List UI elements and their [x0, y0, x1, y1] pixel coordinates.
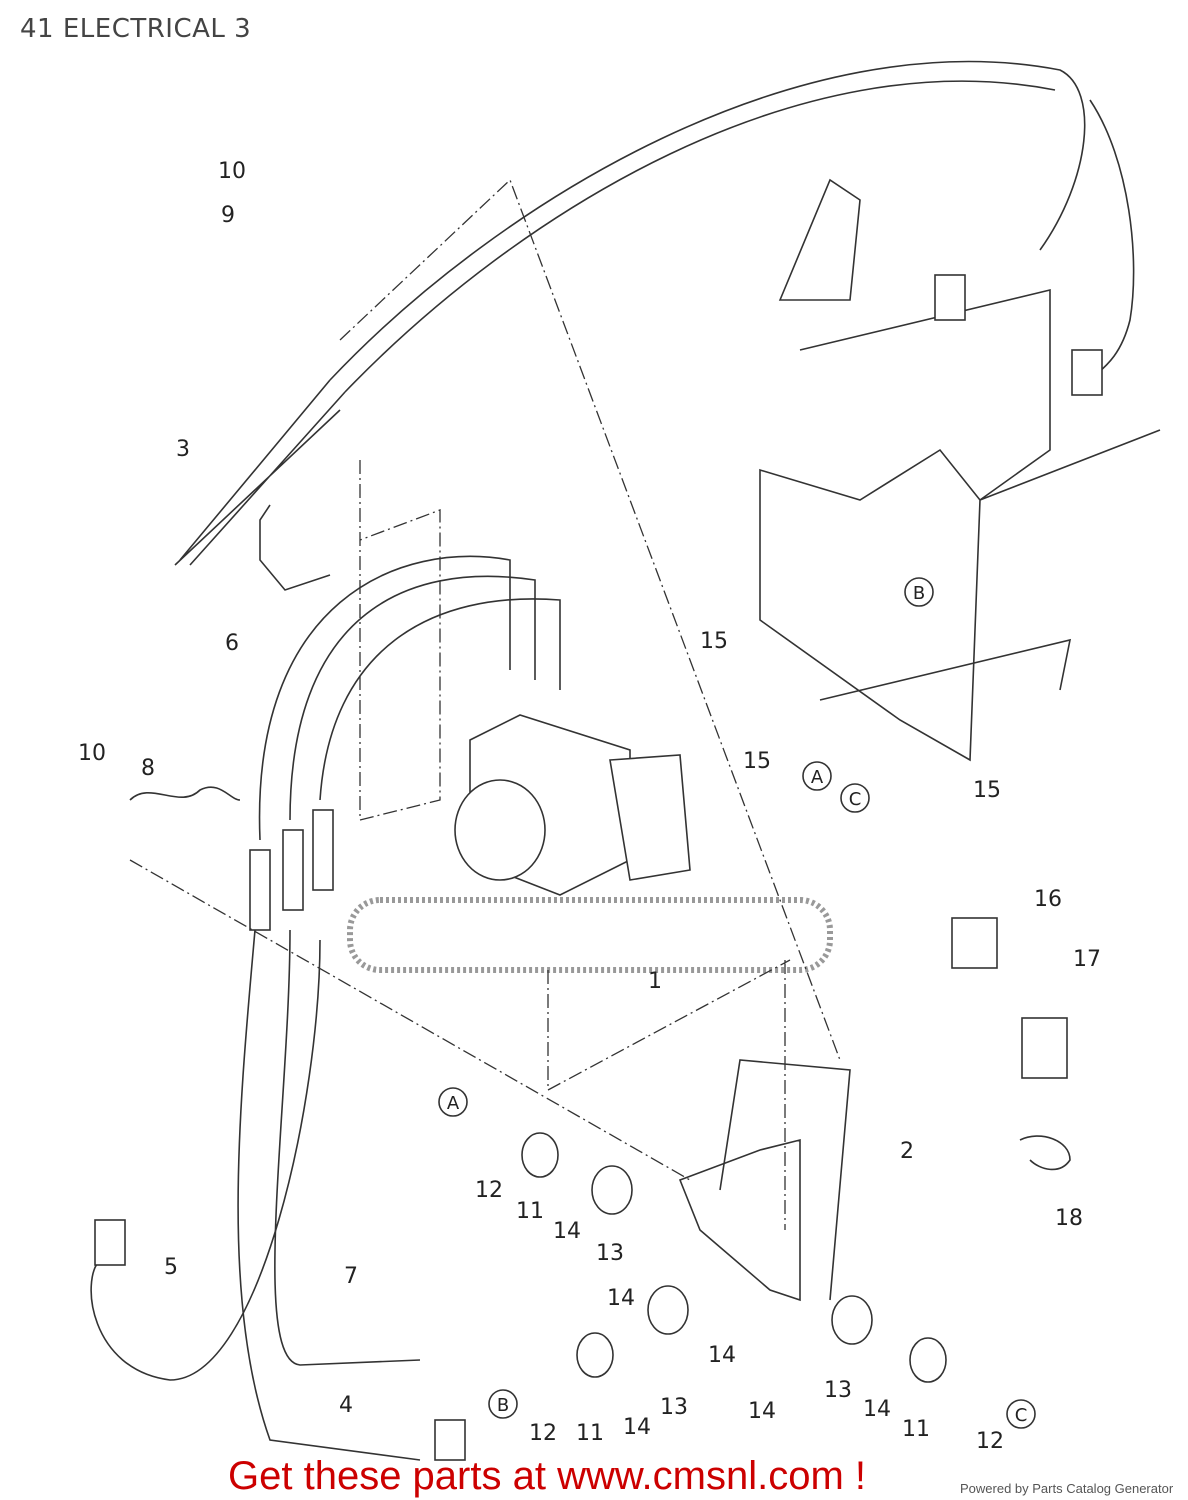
reference-circle: [840, 783, 870, 813]
brake-hose: [237, 929, 421, 1461]
reference-letter[interactable]: C: [1015, 1405, 1028, 1426]
sensor-block: [1071, 349, 1103, 396]
abs-connector: [609, 754, 691, 881]
part-callout[interactable]: 16: [1034, 887, 1062, 912]
fitting: [249, 849, 271, 931]
leader-line: [129, 178, 841, 1230]
sensor-block-5: [94, 1219, 126, 1266]
abs-motor: [454, 779, 546, 881]
part-callout[interactable]: 3: [176, 437, 190, 462]
part-callout[interactable]: 10: [218, 159, 246, 184]
part-callout[interactable]: 9: [221, 203, 235, 228]
part-callout[interactable]: 11: [516, 1199, 544, 1224]
damper: [521, 1132, 559, 1178]
brake-hose: [90, 939, 321, 1381]
part-callout[interactable]: 13: [824, 1378, 852, 1403]
part-callout[interactable]: 11: [576, 1421, 604, 1446]
damper: [909, 1337, 947, 1383]
powered-by-text: Powered by Parts Catalog Generator: [960, 1481, 1174, 1496]
part-callout[interactable]: 6: [225, 631, 239, 656]
brake-pipe: [319, 598, 561, 801]
part-callout[interactable]: 14: [863, 1397, 891, 1422]
reference-letter[interactable]: C: [849, 789, 862, 810]
reference-letter[interactable]: B: [497, 1395, 509, 1416]
reference-circle: [904, 577, 934, 607]
part-callout[interactable]: 15: [743, 749, 771, 774]
brake-pipe: [344, 80, 1056, 393]
part-callout[interactable]: 15: [700, 629, 728, 654]
brake-pipe: [289, 575, 536, 821]
part-callout[interactable]: 1: [648, 969, 662, 994]
part-callout[interactable]: 14: [748, 1399, 776, 1424]
part-callout[interactable]: 15: [973, 778, 1001, 803]
part-callout[interactable]: 7: [344, 1264, 358, 1289]
promo-link[interactable]: Get these parts at www.cmsnl.com !: [228, 1454, 866, 1498]
reference-circle: [438, 1087, 468, 1117]
frame-bracket: [759, 178, 1161, 762]
reference-circle: [802, 761, 832, 791]
damper: [647, 1285, 689, 1335]
relay-16: [951, 917, 998, 969]
part-callout[interactable]: 13: [660, 1395, 688, 1420]
brake-hose: [274, 929, 421, 1366]
reference-circle: [1006, 1399, 1036, 1429]
reference-letter[interactable]: A: [811, 767, 824, 788]
part-callout[interactable]: 12: [475, 1178, 503, 1203]
sensor-block-4: [434, 1419, 466, 1461]
fitting: [282, 829, 304, 911]
part-callout[interactable]: 14: [607, 1286, 635, 1311]
part-callout[interactable]: 10: [78, 741, 106, 766]
watermark: [347, 897, 833, 973]
damper: [576, 1332, 614, 1378]
clamp-18: [1019, 1135, 1071, 1171]
part-callout[interactable]: 4: [339, 1393, 353, 1418]
part-callout[interactable]: 13: [596, 1241, 624, 1266]
brake-pipe: [329, 60, 1086, 381]
part-callout[interactable]: 8: [141, 756, 155, 781]
relay-17: [1021, 1017, 1068, 1079]
part-callout[interactable]: 18: [1055, 1206, 1083, 1231]
part-callout[interactable]: 14: [708, 1343, 736, 1368]
brake-pipe-6: [259, 504, 331, 591]
part-callout[interactable]: 5: [164, 1255, 178, 1280]
bracket-2: [678, 1138, 801, 1302]
part-callout[interactable]: 12: [529, 1421, 557, 1446]
damper: [591, 1165, 633, 1215]
part-callout[interactable]: 11: [902, 1417, 930, 1442]
brake-hose-3: [174, 379, 346, 566]
page-title: 41 ELECTRICAL 3: [20, 14, 252, 44]
brake-pipe: [1089, 99, 1135, 381]
damper: [831, 1295, 873, 1345]
bracket-2: [719, 1059, 851, 1301]
reference-letter[interactable]: B: [913, 583, 925, 604]
reference-letter[interactable]: A: [447, 1093, 460, 1114]
part-callout[interactable]: 2: [900, 1139, 914, 1164]
part-callout[interactable]: 14: [623, 1415, 651, 1440]
sensor-block: [934, 274, 966, 321]
part-callout[interactable]: 14: [553, 1219, 581, 1244]
part-callout[interactable]: 12: [976, 1429, 1004, 1454]
fitting: [312, 809, 334, 891]
clamp-8: [129, 786, 241, 801]
reference-circle: [488, 1389, 518, 1419]
brake-pipe: [258, 555, 511, 841]
part-callout[interactable]: 17: [1073, 947, 1101, 972]
